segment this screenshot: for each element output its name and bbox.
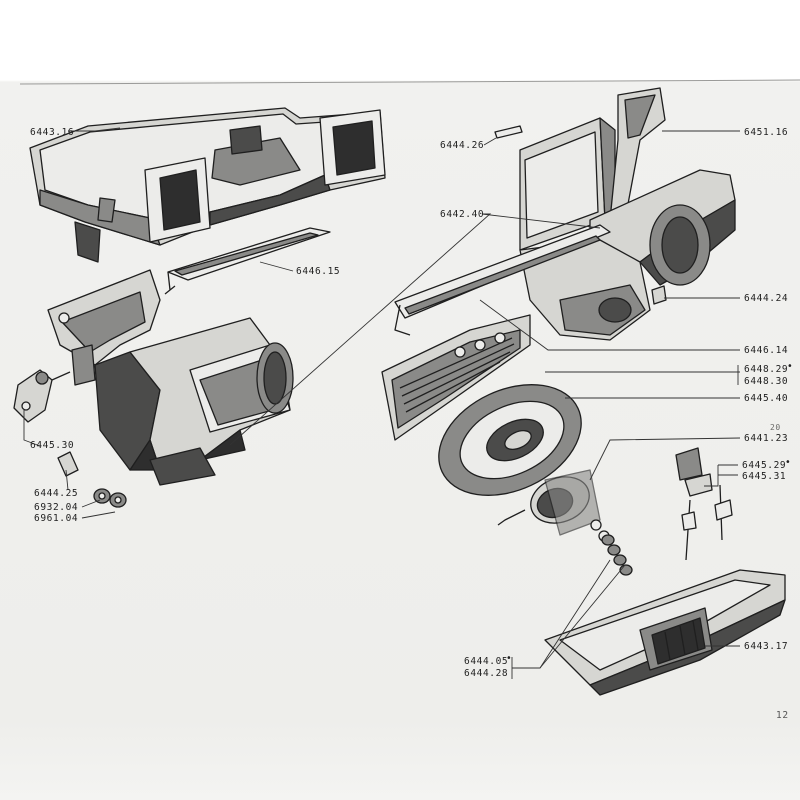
label-6448-30: 6448.30 <box>744 376 788 387</box>
blower-fan-wheel <box>438 384 582 496</box>
bullet-6445-29: • <box>785 457 791 468</box>
label-6445-40: 6445.40 <box>744 393 788 404</box>
label-6451-16: 6451.16 <box>744 127 788 138</box>
label-6444-28: 6444.28 <box>464 668 508 679</box>
nut-washer-stack <box>601 534 633 576</box>
label-6444-05: 6444.05 <box>464 656 508 667</box>
label-6444-24: 6444.24 <box>744 293 788 304</box>
heater-housing-lower <box>47 269 294 486</box>
label-6444-26: 6444.26 <box>440 140 484 151</box>
label-6932-04: 6932.04 <box>34 502 78 513</box>
paper-edge <box>19 79 800 85</box>
bullet-6444-05: • <box>506 653 512 664</box>
label-6445-31: 6445.31 <box>742 471 786 482</box>
control-lever <box>13 369 71 423</box>
leader-lines <box>23 127 741 679</box>
heater-housing-upper <box>29 107 386 263</box>
label-6445-30: 6445.30 <box>30 440 74 451</box>
bullet-6448-29: • <box>787 361 793 372</box>
label-6443-17: 6443.17 <box>744 641 788 652</box>
label-6961-04: 6961.04 <box>34 513 78 524</box>
air-duct-assembly <box>394 87 736 341</box>
label-6441-23: 6441.23 <box>744 433 788 444</box>
label-6442-40: 6442.40 <box>440 209 484 220</box>
label-6443-16: 6443.16 <box>30 127 74 138</box>
page-number: 12 <box>776 710 789 721</box>
flap-seal-strip <box>164 227 331 295</box>
label-6445-29: 6445.29 <box>742 460 786 471</box>
label-6446-14: 6446.14 <box>744 345 788 356</box>
label-6448-29: 6448.29 <box>744 364 788 375</box>
lower-cover <box>544 569 786 696</box>
handwritten-note: 20 <box>770 423 781 432</box>
clip-and-spacers <box>57 451 127 508</box>
air-filter <box>381 314 531 441</box>
resistor-switch-parts <box>675 447 733 561</box>
blower-motor <box>497 469 610 542</box>
label-6444-25: 6444.25 <box>34 488 78 499</box>
label-6446-15: 6446.15 <box>296 266 340 277</box>
